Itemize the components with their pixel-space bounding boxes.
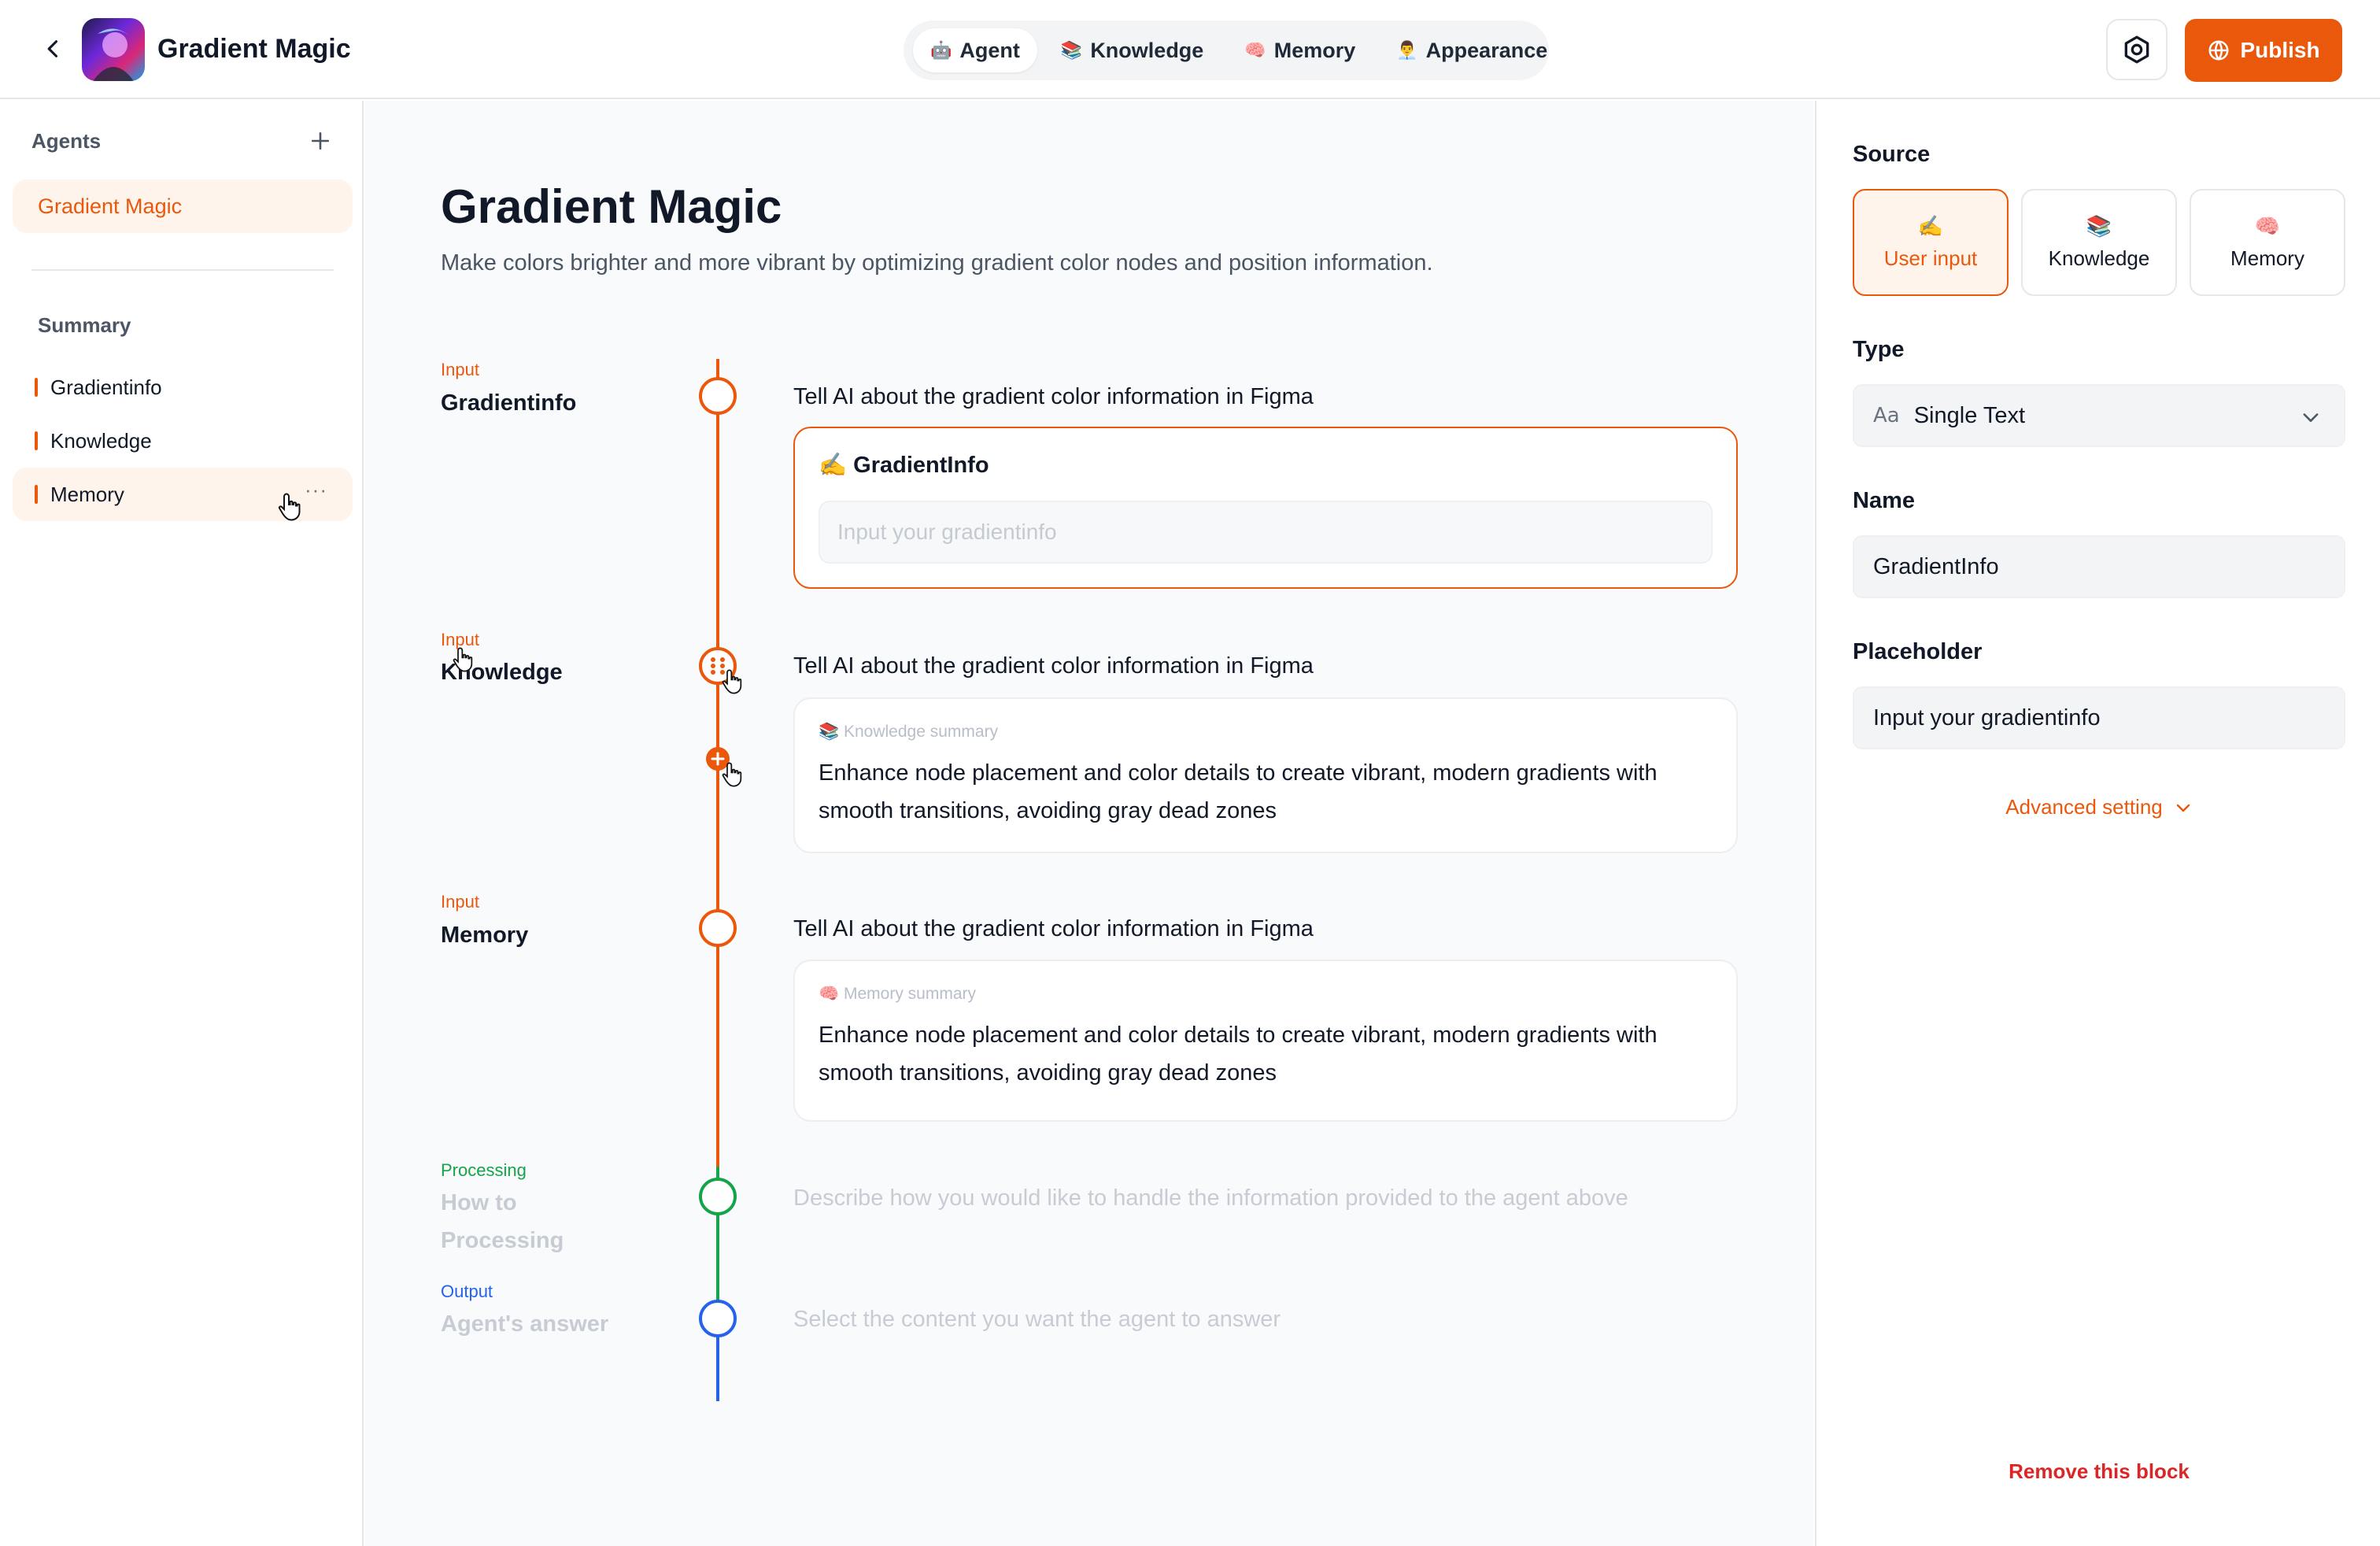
sidebar-item-label: Memory: [50, 482, 124, 506]
type-select[interactable]: Aa Single Text: [1853, 384, 2345, 447]
block-settings-panel: Source ✍️ User input 📚 Knowledge 🧠 Memor…: [1815, 101, 2380, 1546]
source-label: Source: [1853, 142, 1931, 167]
step-kind-label: Input: [441, 630, 479, 649]
item-marker: [35, 485, 38, 504]
node-memory: [699, 909, 737, 947]
sidebar-agent-item[interactable]: Gradient Magic: [13, 179, 353, 233]
memory-summary-text: Enhance node placement and color details…: [819, 1023, 1658, 1086]
sidebar-item-memory[interactable]: Memory ···: [13, 468, 353, 521]
agent-avatar: [82, 18, 145, 81]
step-name: Agent's answer: [441, 1311, 609, 1337]
processing-prompt[interactable]: Describe how you would like to handle th…: [793, 1185, 1628, 1211]
divider: [31, 269, 334, 271]
add-agent-button[interactable]: [305, 126, 335, 156]
more-options-icon[interactable]: ···: [305, 478, 327, 501]
step-kind-label: Processing: [441, 1160, 527, 1180]
step-question: Tell AI about the gradient color informa…: [793, 916, 1314, 941]
brain-icon: 🧠: [1244, 40, 1266, 60]
step-name: Gradientinfo: [441, 390, 577, 416]
card-title: ✍️ GradientInfo: [819, 453, 989, 478]
books-icon: 📚: [1060, 40, 1083, 60]
placeholder-label: Placeholder: [1853, 639, 1983, 664]
robot-icon: 🤖: [930, 40, 952, 60]
page-title: Gradient Magic: [441, 180, 782, 233]
text-type-icon: Aa: [1873, 404, 1900, 427]
left-sidebar: Agents Gradient Magic Summary Gradientin…: [0, 101, 364, 1546]
type-label: Type: [1853, 337, 1905, 362]
node-output: [699, 1300, 737, 1337]
advanced-setting-toggle[interactable]: Advanced setting: [1853, 795, 2345, 819]
advanced-setting-label: Advanced setting: [2005, 795, 2163, 819]
top-bar: Gradient Magic 🤖 Agent 📚 Knowledge 🧠 Mem…: [0, 0, 2380, 99]
source-memory-button[interactable]: 🧠 Memory: [2190, 189, 2345, 296]
workflow-timeline: [699, 359, 737, 1401]
step-kind-label: Output: [441, 1282, 493, 1301]
person-icon: 👨‍💼: [1396, 40, 1418, 60]
step-question: Tell AI about the gradient color informa…: [793, 384, 1314, 409]
name-label: Name: [1853, 488, 1915, 513]
placeholder-field[interactable]: Input your gradientinfo: [1853, 686, 2345, 749]
tab-knowledge[interactable]: 📚 Knowledge: [1044, 28, 1221, 72]
chevron-down-icon: [2176, 804, 2190, 812]
source-label-text: Knowledge: [2048, 246, 2150, 270]
page-description: Make colors brighter and more vibrant by…: [441, 250, 1433, 276]
tab-memory[interactable]: 🧠 Memory: [1227, 28, 1373, 72]
gradientinfo-card[interactable]: ✍️ GradientInfo Input your gradientinfo: [793, 427, 1738, 589]
name-field[interactable]: GradientInfo: [1853, 535, 2345, 598]
summary-heading: Summary: [38, 313, 131, 337]
globe-icon: [2208, 40, 2229, 61]
source-user-input-button[interactable]: ✍️ User input: [1853, 189, 2009, 296]
sidebar-item-label: Knowledge: [50, 428, 152, 453]
chevron-left-icon: [47, 40, 58, 57]
source-label-text: User input: [1883, 246, 1978, 270]
books-icon: 📚: [2086, 214, 2112, 238]
sidebar-item-knowledge[interactable]: Knowledge: [13, 414, 353, 468]
gradientinfo-input[interactable]: Input your gradientinfo: [819, 501, 1713, 564]
remove-block-button[interactable]: Remove this block: [2009, 1459, 2190, 1483]
memory-summary-label: 🧠 Memory summary: [819, 985, 976, 1003]
agents-heading: Agents: [31, 129, 102, 153]
step-kind-label: Input: [441, 360, 479, 379]
output-prompt[interactable]: Select the content you want the agent to…: [793, 1307, 1281, 1332]
item-marker: [35, 378, 38, 397]
workflow-editor: Gradient Magic Make colors brighter and …: [365, 101, 1813, 1546]
source-knowledge-button[interactable]: 📚 Knowledge: [2021, 189, 2177, 296]
tab-appearance[interactable]: 👨‍💼 Appearance: [1379, 28, 1565, 72]
item-marker: [35, 431, 38, 450]
type-value: Single Text: [1913, 402, 2026, 428]
knowledge-card[interactable]: 📚 Knowledge summary Enhance node placeme…: [793, 697, 1738, 853]
tab-bar: 🤖 Agent 📚 Knowledge 🧠 Memory 👨‍💼 Appeara…: [904, 20, 1549, 80]
publish-label: Publish: [2240, 38, 2320, 62]
source-label-text: Memory: [2230, 246, 2304, 270]
writing-hand-icon: ✍️: [1917, 214, 1944, 238]
knowledge-summary-text: Enhance node placement and color details…: [819, 760, 1658, 823]
sidebar-item-gradientinfo[interactable]: Gradientinfo: [13, 361, 353, 414]
tab-label: Knowledge: [1090, 38, 1204, 62]
tab-agent[interactable]: 🤖 Agent: [913, 28, 1037, 72]
app-title: Gradient Magic: [157, 34, 351, 64]
step-kind-label: Input: [441, 892, 479, 912]
tab-label: Appearance: [1425, 38, 1548, 62]
knowledge-summary-label: 📚 Knowledge summary: [819, 723, 999, 741]
publish-button[interactable]: Publish: [2185, 19, 2342, 82]
memory-card[interactable]: 🧠 Memory summary Enhance node placement …: [793, 960, 1738, 1122]
node-knowledge: [699, 647, 737, 685]
sidebar-item-label: Gradientinfo: [50, 375, 162, 399]
step-name: How to: [441, 1190, 517, 1215]
chevron-down-icon: [2303, 413, 2319, 422]
gear-icon: [2124, 35, 2149, 64]
step-name: Processing: [441, 1228, 564, 1253]
step-question: Tell AI about the gradient color informa…: [793, 653, 1314, 679]
tab-label: Memory: [1273, 38, 1356, 62]
step-name: Memory: [441, 923, 529, 948]
step-name: Knowledge: [441, 660, 563, 685]
writing-hand-icon: ✍️: [819, 453, 848, 478]
brain-icon: 🧠: [2254, 214, 2281, 238]
tab-label: Agent: [959, 38, 1020, 62]
back-button[interactable]: [38, 33, 69, 65]
node-processing: [699, 1178, 737, 1215]
node-gradientinfo: [699, 377, 737, 415]
settings-button[interactable]: [2106, 19, 2168, 80]
plus-icon: [311, 131, 330, 150]
